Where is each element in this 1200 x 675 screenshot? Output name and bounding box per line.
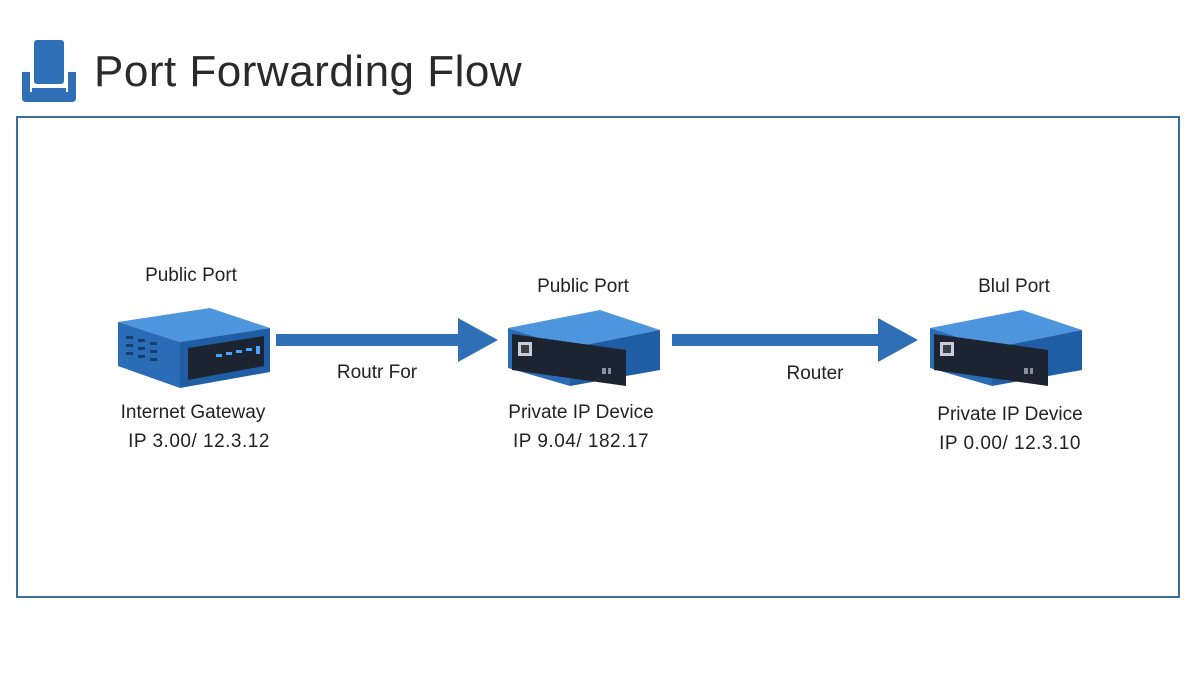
node-3-name: Private IP Device xyxy=(937,404,1083,425)
node-1-name: Internet Gateway xyxy=(120,402,266,423)
node-1-port-label: Public Port xyxy=(145,265,237,286)
header: Port Forwarding Flow xyxy=(18,38,522,106)
node-3-port-label: Blul Port xyxy=(978,276,1050,297)
network-device-icon xyxy=(22,40,76,102)
page-title: Port Forwarding Flow xyxy=(94,47,523,96)
diagram-frame xyxy=(16,116,1180,598)
switch-device-icon xyxy=(508,310,660,386)
arrow-right-icon xyxy=(672,318,918,362)
link-2-label: Router xyxy=(786,363,844,384)
switch-device-icon xyxy=(930,310,1082,386)
arrow-right-icon xyxy=(276,318,498,362)
node-1-ip: IP 3.00/ 12.3.12 xyxy=(128,431,270,452)
node-2-ip: IP 9.04/ 182.17 xyxy=(512,431,650,452)
node-2-port-label: Public Port xyxy=(537,276,629,297)
gateway-router-icon xyxy=(118,308,270,388)
node-3-ip: IP 0.00/ 12.3.10 xyxy=(939,433,1081,454)
node-2-name: Private IP Device xyxy=(508,402,654,423)
link-1-label: Routr For xyxy=(336,362,418,383)
